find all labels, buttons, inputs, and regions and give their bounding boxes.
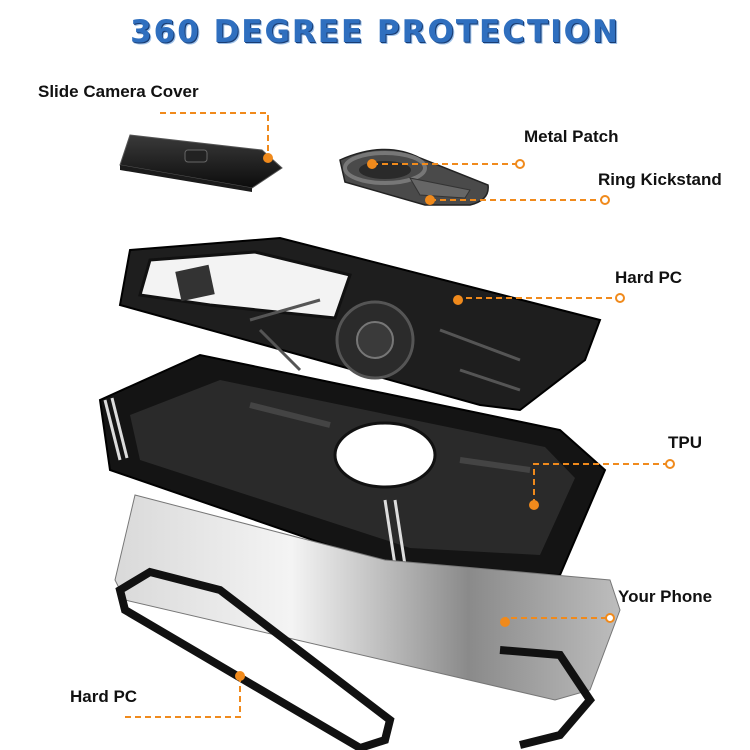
label-ring-kickstand: Ring Kickstand	[598, 170, 722, 189]
slide-camera-cover-part	[119, 134, 283, 192]
callout-dot	[263, 153, 273, 163]
callout-hard-pc-bottom	[125, 676, 241, 718]
tpu-bumper-part	[98, 353, 607, 577]
callout-end-dot	[600, 195, 610, 205]
callout-dot	[500, 617, 510, 627]
callout-slide-camera-cover	[160, 112, 269, 158]
callout-dot	[529, 500, 539, 510]
label-metal-patch: Metal Patch	[524, 127, 619, 146]
bottom-hard-pc-frame-part	[115, 567, 596, 750]
callout-dot	[235, 671, 245, 681]
callout-dot	[453, 295, 463, 305]
callout-end-dot	[615, 293, 625, 303]
callout-end-dot	[665, 459, 675, 469]
hard-pc-frame-part	[118, 236, 602, 412]
callout-dot	[425, 195, 435, 205]
callout-dot	[367, 159, 377, 169]
page-title: 360 DEGREE PROTECTION	[130, 14, 620, 50]
label-tpu: TPU	[668, 433, 702, 452]
label-hard-pc-bottom: Hard PC	[70, 687, 138, 706]
label-slide-camera-cover: Slide Camera Cover	[38, 82, 199, 101]
callout-tpu	[533, 463, 670, 505]
ring-kickstand-part	[339, 148, 489, 206]
callout-end-dot	[605, 613, 615, 623]
label-your-phone: Your Phone	[618, 587, 713, 606]
callout-end-dot	[515, 159, 525, 169]
label-hard-pc-top: Hard PC	[615, 268, 683, 287]
